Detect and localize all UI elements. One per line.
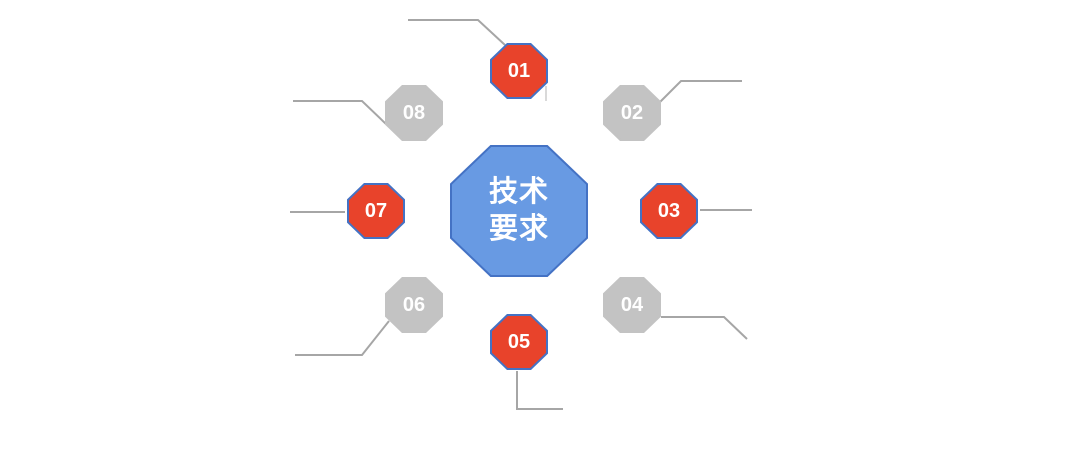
node-05-label: 05 — [507, 330, 531, 353]
node-08: 08 — [385, 85, 443, 141]
node-01-label: 01 — [507, 59, 531, 82]
node-06-label: 06 — [402, 293, 426, 316]
node-01-fill: 01 — [492, 45, 546, 97]
node-04-label: 04 — [620, 293, 644, 316]
node-07: 07 — [347, 183, 405, 239]
node-02: 02 — [603, 85, 661, 141]
node-02-fill: 02 — [605, 87, 659, 139]
node-08-fill: 08 — [387, 87, 441, 139]
leader-line-04 — [661, 316, 748, 340]
node-01: 01 — [490, 43, 548, 99]
node-07-label: 07 — [364, 199, 388, 222]
center-label-line1: 技术 — [488, 176, 549, 208]
node-06-fill: 06 — [387, 279, 441, 331]
node-07-fill: 07 — [349, 185, 403, 237]
node-08-label: 08 — [402, 101, 426, 124]
center-label: 技术 要求 — [489, 174, 549, 248]
node-05: 05 — [490, 314, 548, 370]
node-04: 04 — [603, 277, 661, 333]
leader-line-02 — [657, 80, 742, 105]
leader-line-06 — [295, 320, 390, 356]
center-octagon: 技术 要求 — [450, 145, 588, 277]
leader-line-05 — [516, 371, 563, 410]
leader-line-08 — [293, 100, 387, 125]
node-04-fill: 04 — [605, 279, 659, 331]
leader-line-01 — [408, 19, 506, 46]
center-octagon-fill: 技术 要求 — [452, 147, 586, 275]
node-03: 03 — [640, 183, 698, 239]
node-06: 06 — [385, 277, 443, 333]
node-03-label: 03 — [657, 199, 681, 222]
node-03-fill: 03 — [642, 185, 696, 237]
node-02-label: 02 — [620, 101, 644, 124]
node-05-fill: 05 — [492, 316, 546, 368]
center-label-line2: 要求 — [488, 213, 549, 245]
